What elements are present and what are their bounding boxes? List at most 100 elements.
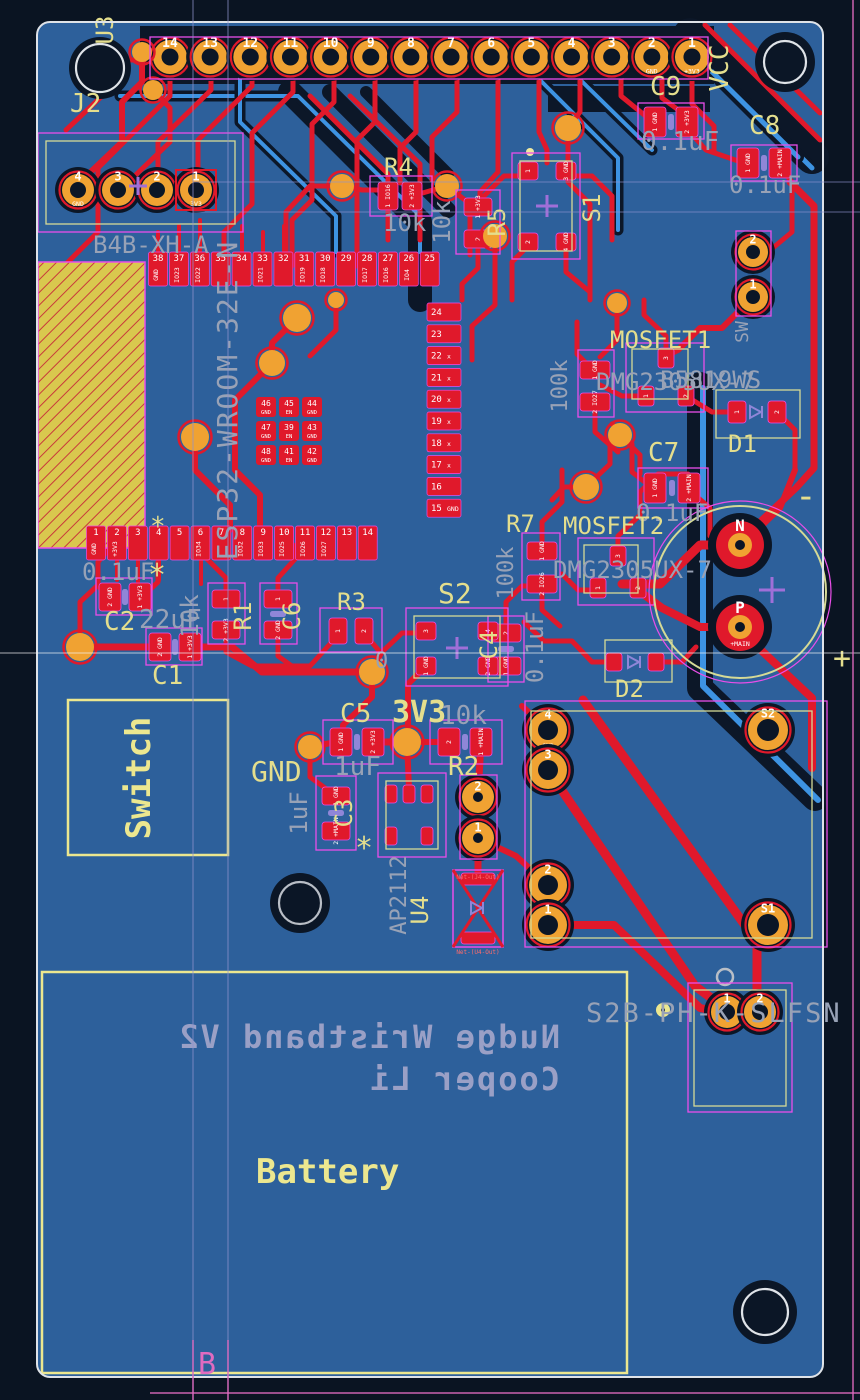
footprint-outline[interactable] — [511, 152, 581, 260]
footprint-outline[interactable] — [530, 710, 813, 939]
smd-pad[interactable] — [460, 931, 496, 945]
via[interactable] — [132, 42, 152, 62]
esp32-pad[interactable] — [426, 368, 462, 387]
footprint-outline[interactable] — [687, 982, 793, 1113]
smd-pad[interactable] — [263, 620, 293, 640]
smd-pad[interactable] — [415, 621, 437, 641]
smd-pad[interactable] — [211, 620, 241, 640]
smd-pad[interactable] — [211, 589, 241, 609]
via[interactable] — [573, 474, 599, 500]
via[interactable] — [435, 174, 459, 198]
trace-fcu[interactable] — [683, 393, 733, 415]
smd-pad[interactable] — [460, 872, 496, 886]
trace-fcu[interactable] — [641, 297, 669, 359]
smd-pad[interactable] — [657, 347, 675, 369]
smd-pad[interactable] — [128, 582, 152, 612]
esp32-pad[interactable] — [426, 477, 462, 496]
esp32-pad[interactable] — [189, 251, 210, 287]
esp32-pad[interactable] — [426, 433, 462, 453]
esp32-thermal-pad[interactable] — [302, 421, 322, 441]
esp32-pad[interactable] — [378, 251, 398, 287]
trace-fcu[interactable] — [539, 583, 563, 629]
esp32-pad[interactable] — [316, 525, 336, 561]
trace-bcu[interactable] — [238, 58, 338, 254]
via[interactable] — [298, 735, 322, 759]
trace-fcu[interactable] — [397, 54, 419, 186]
footprint-outline[interactable] — [455, 189, 501, 255]
via[interactable] — [330, 174, 354, 198]
esp32-pad[interactable] — [426, 498, 462, 518]
smd-pad[interactable] — [148, 632, 172, 662]
via[interactable] — [143, 80, 163, 100]
esp32-pad[interactable] — [357, 251, 377, 287]
esp32-pad[interactable] — [232, 525, 253, 561]
smd-pad[interactable] — [605, 652, 623, 672]
footprint-outline[interactable] — [715, 389, 801, 439]
esp32-pad[interactable] — [426, 389, 462, 409]
smd-pad[interactable] — [420, 784, 434, 804]
footprint-outline[interactable] — [487, 615, 525, 683]
smd-pad[interactable] — [469, 727, 493, 757]
footprint-outline[interactable] — [149, 36, 709, 80]
esp32-thermal-pad[interactable] — [256, 397, 276, 417]
smd-pad[interactable] — [677, 385, 695, 407]
esp32-thermal-pad[interactable] — [302, 397, 322, 417]
esp32-pad[interactable] — [426, 324, 462, 344]
smd-pad[interactable] — [677, 472, 701, 504]
footprint-outline[interactable] — [735, 230, 772, 317]
motor-outline[interactable] — [653, 505, 827, 679]
smd-pad[interactable] — [637, 385, 655, 407]
trace-fcu[interactable] — [354, 54, 378, 269]
esp32-pad[interactable] — [336, 251, 356, 287]
esp32-pad[interactable] — [86, 525, 106, 561]
trace-fcu[interactable] — [289, 54, 337, 269]
esp32-pad[interactable] — [190, 525, 211, 561]
footprint-outline[interactable] — [524, 700, 828, 948]
smd-pad[interactable] — [354, 617, 374, 645]
footprint-outline[interactable] — [385, 780, 439, 850]
footprint-outline[interactable] — [631, 348, 689, 400]
esp32-thermal-pad[interactable] — [279, 445, 299, 465]
trace-fcu[interactable] — [186, 643, 376, 676]
trace-fcu[interactable] — [469, 233, 498, 363]
smd-pad[interactable] — [526, 541, 558, 561]
trace-fcu[interactable] — [521, 619, 617, 665]
esp32-pad[interactable] — [211, 525, 232, 561]
esp32-pad[interactable] — [426, 411, 462, 431]
smd-pad[interactable] — [263, 589, 293, 609]
smd-pad[interactable] — [321, 821, 351, 841]
esp32-pad[interactable] — [210, 251, 231, 287]
esp32-pad[interactable] — [127, 525, 148, 561]
footprint-outline[interactable] — [95, 577, 153, 616]
via[interactable] — [483, 224, 507, 248]
esp32-pad[interactable] — [107, 525, 127, 561]
trace-fcu[interactable] — [429, 54, 460, 183]
via[interactable] — [259, 350, 285, 376]
smd-pad[interactable] — [420, 826, 434, 846]
smd-pad[interactable] — [526, 574, 558, 594]
footprint-outline[interactable] — [459, 774, 498, 860]
footprint-outline[interactable] — [369, 175, 433, 217]
footprint-outline[interactable] — [405, 607, 509, 687]
smd-pad[interactable] — [767, 400, 787, 424]
esp32-pad[interactable] — [426, 302, 462, 322]
footprint-outline[interactable] — [521, 532, 561, 601]
trace-fcu[interactable] — [702, 22, 823, 143]
smd-pad[interactable] — [415, 656, 437, 676]
footprint-outline[interactable] — [40, 970, 629, 1375]
footprint-outline[interactable] — [315, 775, 357, 851]
footprint-outline[interactable] — [637, 467, 709, 509]
footprint-outline[interactable] — [577, 537, 655, 606]
esp32-pad[interactable] — [419, 251, 440, 287]
esp32-pad[interactable] — [295, 525, 315, 561]
smd-pad[interactable] — [736, 147, 760, 179]
trace-fcu[interactable] — [565, 125, 593, 303]
footprint-outline[interactable] — [259, 582, 298, 645]
smd-pad[interactable] — [98, 582, 122, 612]
via[interactable] — [608, 423, 632, 447]
via[interactable] — [181, 423, 209, 451]
via[interactable] — [359, 659, 385, 685]
motor-outline[interactable] — [648, 500, 832, 684]
esp32-pad[interactable] — [426, 455, 462, 474]
esp32-pad[interactable] — [273, 251, 294, 287]
